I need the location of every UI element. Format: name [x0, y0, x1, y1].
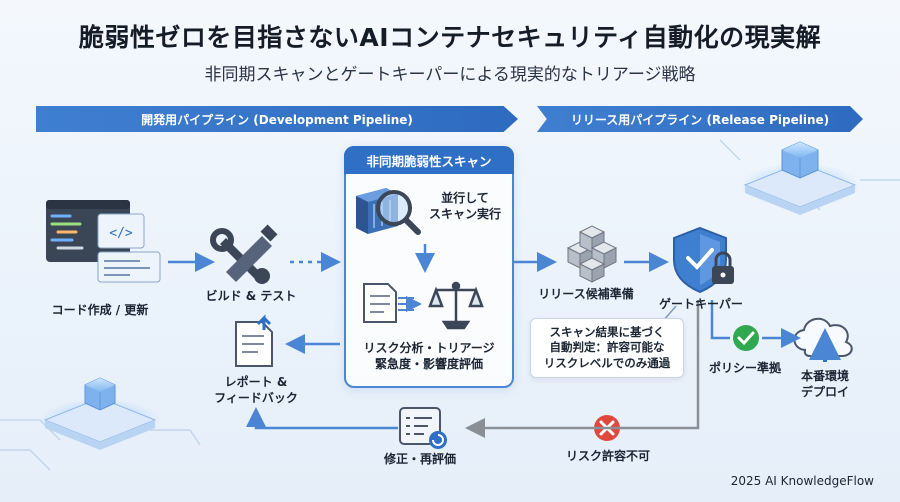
label-report-line2: フィードバック — [214, 391, 298, 406]
label-deploy-line1: 本番環境 — [800, 369, 849, 383]
container-scan-icon — [356, 188, 421, 235]
shield-lock-icon — [673, 226, 734, 294]
label-rejected: リスク許容不可 — [565, 449, 650, 463]
label-risk-line1: リスク分析・トリアージ — [363, 341, 495, 355]
release-pipeline-banner: リリース用パイプライン (Release Pipeline) — [537, 106, 863, 132]
label-risk-analysis: リスク分析・トリアージ 緊急度・影響度評価 — [344, 340, 514, 372]
async-scan-title: 非同期脆弱性スキャン — [344, 146, 514, 174]
platform-decoration-left — [40, 377, 160, 450]
page-subtitle: 非同期スキャンとゲートキーパーによる現実的なトリアージ戦略 — [204, 65, 696, 85]
page-title: 脆弱性ゼロを目指さないAIコンテナセキュリティ自動化の現実解 — [78, 23, 822, 52]
svg-text:</>: </> — [109, 226, 133, 241]
fix-reevaluate-icon — [399, 407, 447, 449]
label-risk-line2: 緊急度・影響度評価 — [374, 357, 483, 372]
label-deploy: 本番環境 デプロイ — [790, 368, 860, 400]
label-parallel-scan: 並行して スキャン実行 — [422, 190, 508, 222]
label-report: レポート & フィードバック — [196, 374, 316, 406]
callout-line2: 自動判定：許容可能な — [549, 340, 665, 355]
label-report-line1: レポート & — [224, 375, 288, 389]
arrow-gate-reject — [465, 300, 700, 438]
gatekeeper-callout: スキャン結果に基づく 自動判定：許容可能な リスクレベルでのみ通過 — [530, 318, 684, 378]
label-parallel-line1: 並行して — [441, 191, 489, 205]
label-release-candidate: リリース候補準備 — [538, 287, 634, 301]
cloud-deploy-icon — [793, 317, 853, 362]
arrow-fix-to-report — [246, 407, 398, 430]
check-circle-icon — [733, 325, 759, 351]
label-policy: ポリシー準拠 — [708, 361, 781, 375]
label-build: ビルド & テスト — [205, 289, 297, 303]
build-tools-icon — [210, 224, 278, 284]
callout-line1: スキャン結果に基づく — [549, 324, 665, 339]
development-pipeline-banner: 開発用パイプライン (Development Pipeline) — [36, 106, 518, 132]
ai-analysis-icon — [363, 283, 422, 323]
label-parallel-line2: スキャン実行 — [428, 207, 501, 222]
report-document-icon — [235, 314, 273, 367]
arrow-gate-to-policy — [710, 300, 730, 340]
label-gatekeeper: ゲートキーパー — [659, 297, 743, 311]
callout-line3: リスクレベルでのみ通過 — [543, 355, 671, 370]
release-candidate-icon — [566, 225, 618, 283]
platform-decoration-right — [740, 141, 860, 215]
balance-scale-icon — [428, 281, 484, 330]
label-fix: 修正・再評価 — [383, 452, 456, 466]
label-deploy-line2: デプロイ — [800, 385, 849, 400]
footer-credit: 2025 AI KnowledgeFlow — [730, 474, 874, 488]
code-editor-icon: </> — [46, 200, 161, 283]
label-code: コード作成 / 更新 — [51, 303, 149, 317]
